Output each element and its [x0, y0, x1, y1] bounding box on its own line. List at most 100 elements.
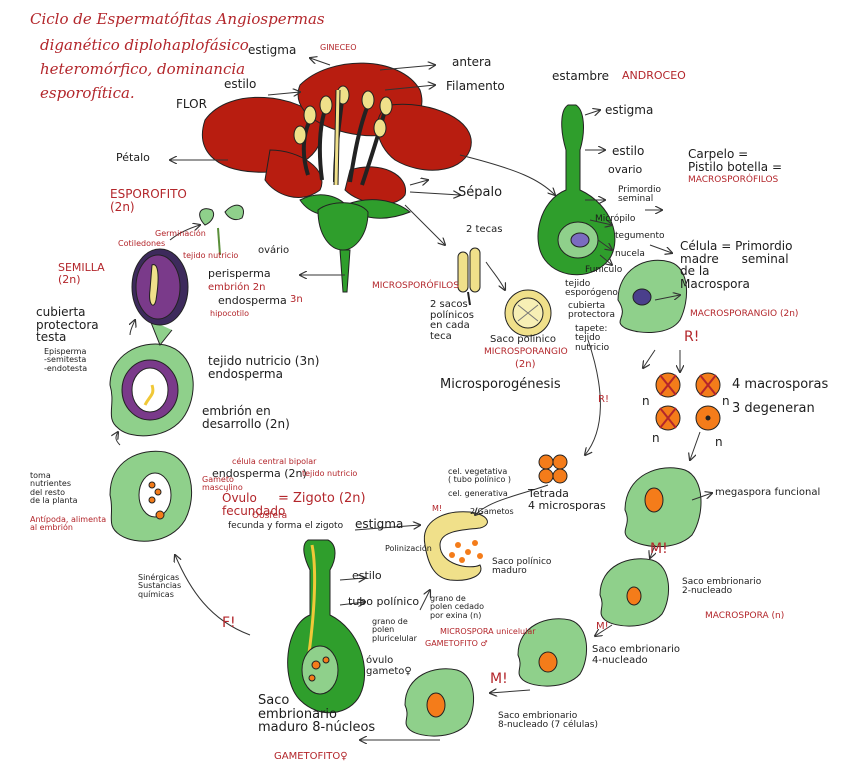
developing-seed-drawing	[109, 343, 194, 437]
estambre-label: estambre	[552, 69, 610, 83]
fert-tejido-label: tejido nutricio	[302, 469, 358, 478]
seed-tejido-nutricio-label: tejido nutricio	[183, 251, 239, 260]
flower-ovario-label: ovário	[258, 245, 290, 256]
seed-drawing	[131, 248, 189, 346]
anther-drawing	[457, 247, 552, 337]
endosperma-label: endosperma	[218, 294, 287, 307]
title-line-3: heteromórfico, dominancia	[40, 60, 246, 78]
tres-n-label: 3n	[290, 294, 303, 305]
n-label-4: n	[715, 435, 723, 449]
cel-central-label: célula central bipolar	[232, 457, 317, 466]
sinergicas-label: Sinérgicas Sustancias químicas	[138, 573, 182, 599]
perisperma-label: perisperma	[208, 267, 271, 280]
r-mark-macro: R!	[684, 329, 700, 345]
n-label-3: n	[652, 431, 660, 445]
microopilo-label: Micrópilo	[595, 214, 636, 224]
mature-estigma-label: estigma	[355, 517, 404, 531]
microsporangio-2n-label: (2n)	[515, 359, 536, 370]
m-mark-2: M!	[596, 621, 609, 632]
nucela-label: nucela	[615, 249, 645, 259]
flor-label: FLOR	[176, 97, 207, 111]
saco4-label: Saco embrionario 4-nucleado	[592, 644, 680, 666]
carpelo-label: Carpelo = Pistilo botella =	[688, 147, 783, 174]
carpel-ovario-label: ovario	[608, 163, 643, 176]
n-label-1: n	[642, 394, 650, 408]
m-mark-1: M!	[650, 541, 668, 557]
seedling-drawing	[199, 204, 244, 256]
microsporogenesis-label: Microsporogénesis	[440, 377, 561, 392]
seed-embrion-label: embrión en desarrollo (2n)	[202, 404, 290, 431]
grano-polen-b-label: grano de polen pluricelular	[372, 617, 417, 643]
androceo-label: ANDROCEO	[622, 69, 686, 82]
macrosporofilos-label: MACROSPORÓFILOS	[688, 175, 779, 185]
cubierta-label: cubierta protectora testa	[36, 305, 99, 345]
celula-madre-label: Célula = Primordio madre seminal de la M…	[680, 239, 793, 291]
fecunda-label: fecunda y forma el zigoto	[228, 521, 344, 531]
megaspore-chain	[404, 467, 702, 737]
carpel-estilo-label: estilo	[612, 144, 645, 158]
tapete-label: tapete: tejido nutricio	[575, 324, 610, 353]
flower-estigma-label: estigma	[248, 43, 297, 57]
petalo-label: Pétalo	[116, 151, 150, 164]
megaspora-label: megaspora funcional	[715, 487, 821, 498]
dos-tecas-label: 2 tecas	[466, 224, 503, 235]
title-line-2: diganético diplohaplofásico	[40, 36, 249, 54]
hipocotilo-label: hipocotilo	[210, 309, 250, 318]
episperma-label: Episperma -semitesta -endotesta	[44, 347, 88, 373]
gametofito-fem-label: GAMETOFITO♀	[274, 751, 348, 762]
macrospora-n-label: MACROSPORA (n)	[705, 611, 785, 621]
flower-estilo-label: estilo	[224, 77, 257, 91]
mature-pollen-sac-drawing	[423, 511, 488, 581]
seed-tejido-label: tejido nutricio (3n) endosperma	[208, 354, 320, 381]
cuatro-macrosporas-label: 4 macrosporas	[732, 377, 829, 392]
antera-label: antera	[452, 55, 492, 69]
flower-drawing	[202, 62, 472, 293]
tubo-polinico-label: tubo polínico	[348, 595, 420, 608]
ovulo-gameto-label: óvulo gameto♀	[366, 655, 412, 677]
dos-gametos-label: 2 Gametos	[470, 507, 514, 516]
microsporofilos-label: MICROSPORÓFILOS	[372, 281, 459, 291]
cotiledones-label: Cotiledones	[118, 239, 166, 248]
mature-carpel-drawing	[287, 539, 366, 714]
gineceo-label: GINECEO	[320, 43, 357, 52]
polinizacion-label: Polinización	[385, 544, 432, 553]
sepalo-label: Sépalo	[458, 185, 503, 200]
tetrada-label: Tetrada 4 microsporas	[528, 487, 606, 512]
ovulo-fecundado-label: Óvulo fecundado	[222, 491, 286, 518]
macrospores-drawing	[655, 372, 721, 431]
saco-maduro-label: Saco embrionario maduro 8-núcleos	[258, 693, 376, 736]
filamento-label: Filamento	[446, 79, 505, 93]
antipoda-label: Antípoda, alimenta al embrión	[30, 515, 107, 533]
n-label-2: n	[722, 394, 730, 408]
tegumento-label: tegumento	[615, 231, 665, 241]
funiculo-label: Funículo	[585, 265, 623, 275]
saco-maduro-label: Saco polínico maduro	[492, 557, 552, 577]
microsporangio-label: MICROSPORANGIO	[484, 347, 568, 357]
zigoto-label: = Zigoto (2n)	[278, 491, 366, 506]
m-mark-3: M!	[490, 671, 508, 687]
carpel-estigma-label: estigma	[605, 103, 654, 117]
tetrad-drawing	[538, 454, 568, 484]
microspora-uni-label: MICROSPORA unicelular	[440, 627, 536, 636]
toma-nutrientes-label: toma nutrientes del resto de la planta	[30, 471, 78, 506]
saco-polinico-label: Saco polínico	[490, 334, 557, 345]
title-line-1: Ciclo de Espermatófitas Angiospermas	[30, 10, 325, 28]
carpel-drawing	[537, 104, 616, 276]
cel-generativa-label: cel. generativa	[448, 489, 508, 498]
gametofito-masc-label: GAMETOFITO ♂	[425, 639, 488, 648]
sacos-label: 2 sacos polínicos en cada teca	[430, 299, 474, 342]
macrosporangio-label: MACROSPORANGIO (2n)	[690, 309, 799, 319]
embrion-2n-label: embrión 2n	[208, 282, 266, 293]
oosfera-label: Oosfera	[252, 511, 288, 521]
f-mark: F!	[222, 615, 236, 631]
saco2-label: Saco embrionario 2-nucleado	[682, 577, 762, 597]
tejido-esporogeno-label: tejido esporógeno	[565, 279, 618, 299]
tres-degeneran-label: 3 degeneran	[732, 401, 815, 416]
fertilized-ovule-drawing	[109, 450, 193, 542]
m-mark-micro: M!	[432, 504, 443, 513]
esporofito-label: ESPOROFITO (2n)	[110, 187, 187, 214]
macrosporangium-drawing	[617, 259, 688, 333]
mature-estilo-label: estilo	[352, 569, 382, 582]
